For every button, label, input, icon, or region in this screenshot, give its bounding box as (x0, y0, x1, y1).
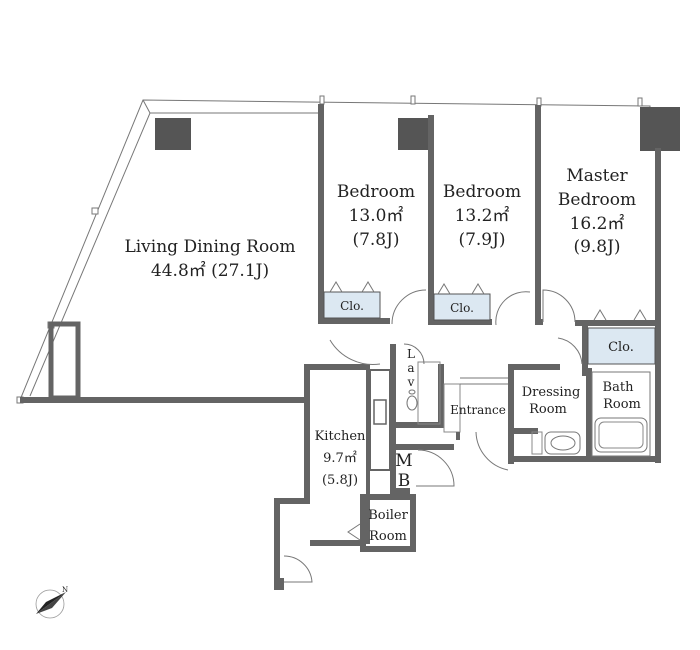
closets (323, 281, 656, 365)
kitchen-name: Kitchen (315, 429, 366, 444)
living-room-area: 44.8㎡ (27.1J) (151, 261, 269, 281)
lav-label-a: a (407, 361, 414, 375)
bedroom2-name: Bedroom (443, 182, 521, 202)
boiler-room-name-2: Room (369, 529, 407, 544)
dressing-room-name-2: Room (529, 402, 567, 417)
pillar (155, 118, 191, 150)
pillar (398, 118, 432, 150)
doors (283, 289, 583, 583)
kitchen-tatami: (5.8J) (322, 473, 358, 488)
bedroom1-name: Bedroom (337, 182, 415, 202)
entrance-name: Entrance (450, 403, 506, 417)
master-bedroom-name-1: Master (566, 166, 628, 186)
closet-2 (433, 293, 491, 321)
balcony-outline (16, 95, 651, 404)
lav-label-l: L (407, 347, 415, 361)
living-room-name: Living Dining Room (124, 237, 295, 257)
mb-label-m: M (395, 451, 412, 471)
dressing-room-name-1: Dressing (522, 385, 581, 400)
closet-3-label: Clo. (608, 340, 634, 355)
bedroom1-area: 13.0㎡ (349, 206, 404, 226)
bedroom2-area: 13.2㎡ (455, 206, 510, 226)
bedroom2-tatami: (7.9J) (458, 230, 505, 250)
closet-1-label: Clo. (340, 299, 364, 313)
mb-label-b: B (398, 471, 411, 491)
lav-label-v: v (407, 375, 415, 389)
pillar (640, 107, 680, 151)
boiler-room-name-1: Boiler (368, 508, 408, 523)
bath-room-name-2: Room (603, 397, 641, 412)
master-bedroom-tatami: (9.8J) (573, 237, 620, 257)
kitchen-area: 9.7㎡ (323, 451, 357, 466)
closet-1 (323, 291, 381, 319)
north-arrow-icon: N (35, 586, 68, 619)
bedroom1-tatami: (7.8J) (352, 230, 399, 250)
master-bedroom-name-2: Bedroom (558, 190, 636, 210)
walls (20, 104, 661, 590)
svg-text:N: N (62, 586, 68, 594)
pillar (48, 321, 81, 401)
room-labels: Living Dining Room 44.8㎡ (27.1J) Bedroom… (124, 166, 640, 544)
closet-3 (587, 327, 656, 365)
closet-2-label: Clo. (450, 301, 474, 315)
master-bedroom-area: 16.2㎡ (570, 214, 625, 234)
bath-room-name-1: Bath (603, 380, 635, 395)
